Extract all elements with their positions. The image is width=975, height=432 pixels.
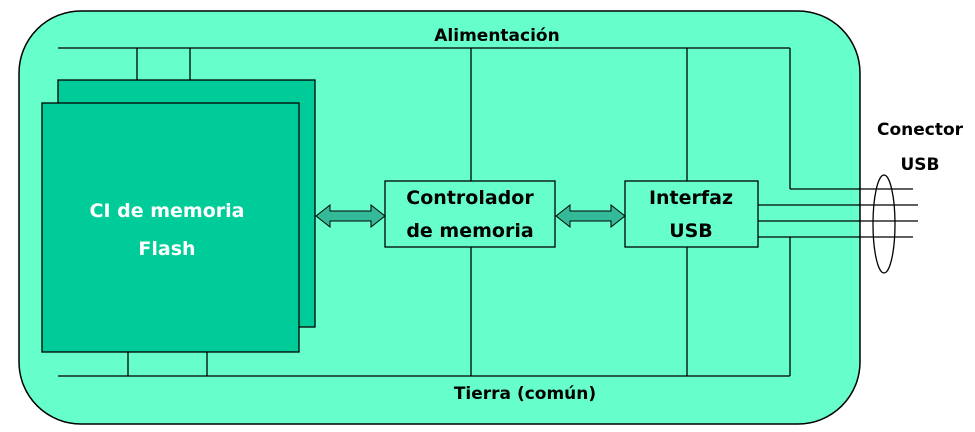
- flash-label-line1: CI de memoria: [90, 200, 245, 222]
- power-label: Alimentación: [434, 26, 559, 46]
- controller-label-line2: de memoria: [406, 220, 533, 242]
- flash-controller-arrow: [315, 203, 386, 229]
- controller-label-line1: Controlador: [406, 187, 534, 209]
- flash-chip-front: [41, 102, 300, 353]
- connector-label-line2: USB: [900, 155, 939, 175]
- usb-connector-ellipse: [872, 174, 896, 274]
- ground-label: Tierra (común): [454, 384, 596, 404]
- interface-label-line2: USB: [669, 220, 713, 242]
- interface-label-line1: Interfaz: [649, 187, 733, 209]
- flash-label-line2: Flash: [138, 238, 195, 260]
- memory-controller-box: [384, 180, 556, 248]
- controller-interface-arrow: [555, 203, 626, 229]
- connector-label-line1: Conector: [877, 120, 964, 140]
- usb-interface-box: [624, 180, 759, 248]
